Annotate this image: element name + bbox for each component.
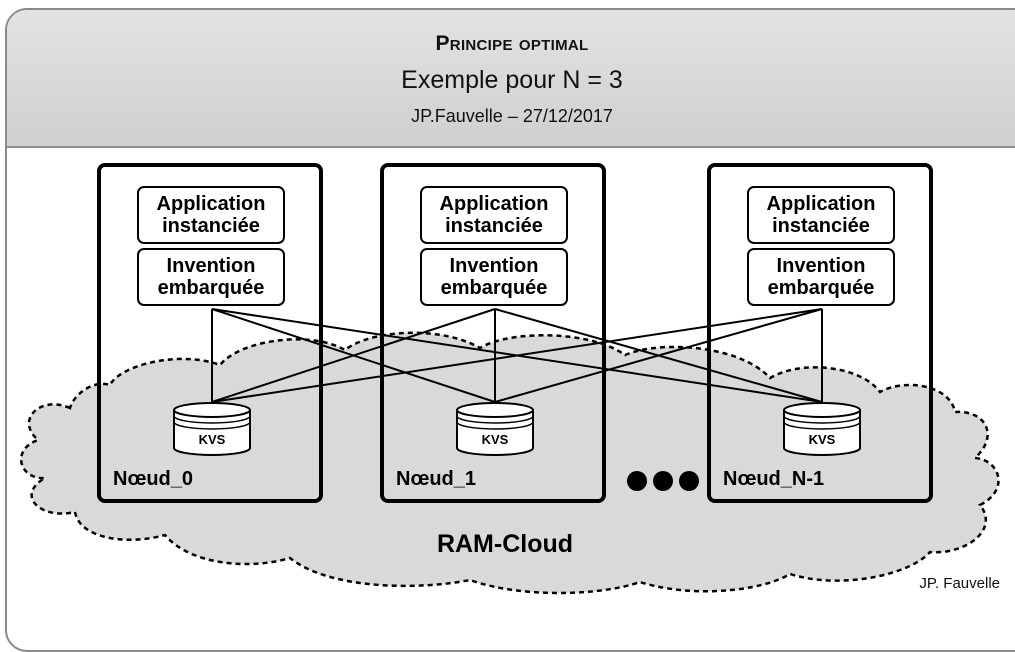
dot-icon <box>653 471 673 491</box>
link-1-0 <box>211 308 496 403</box>
dot-icon <box>679 471 699 491</box>
kvs-icon-1 <box>456 402 534 456</box>
diagram-title: Principe optimal <box>435 32 589 55</box>
node-n-1-label: Nœud_N-1 <box>723 468 825 490</box>
node-1: Application instanciée Invention embarqu… <box>380 163 606 503</box>
node-1-application-box: Application instanciée <box>420 186 568 244</box>
connection-lines <box>211 308 823 403</box>
node-n-1-invention-box: Invention embarquée <box>747 248 895 306</box>
diagram-canvas <box>19 308 1000 595</box>
node-n-1-kvs-label: KVS <box>808 432 836 447</box>
link-2-0 <box>211 308 823 403</box>
author-credit: JP. Fauvelle <box>919 575 1000 592</box>
diagram-author-date: JP.Fauvelle – 27/12/2017 <box>411 106 613 126</box>
node-0: Application instanciée Invention embarqu… <box>97 163 323 503</box>
link-2-1 <box>494 308 823 403</box>
node-n-1-application-box: Application instanciée <box>747 186 895 244</box>
diagram-subtitle: Exemple pour N = 3 <box>401 66 623 94</box>
ram-cloud-label: RAM-Cloud <box>436 530 574 558</box>
kvs-icon-2 <box>783 402 861 456</box>
node-1-invention-box: Invention embarquée <box>420 248 568 306</box>
node-0-kvs-label: KVS <box>198 432 226 447</box>
header-band: Principe optimal Exemple pour N = 3 JP.F… <box>7 10 1015 148</box>
node-1-label: Nœud_1 <box>396 468 476 490</box>
kvs-icon-0 <box>173 402 251 456</box>
node-0-invention-box: Invention embarquée <box>137 248 285 306</box>
dot-icon <box>627 471 647 491</box>
ram-cloud-shape <box>19 331 1000 595</box>
node-1-kvs-label: KVS <box>481 432 509 447</box>
node-0-label: Nœud_0 <box>113 468 193 490</box>
node-n-1: Application instanciée Invention embarqu… <box>707 163 933 503</box>
node-0-application-box: Application instanciée <box>137 186 285 244</box>
ellipsis-dots-icon <box>627 471 699 493</box>
